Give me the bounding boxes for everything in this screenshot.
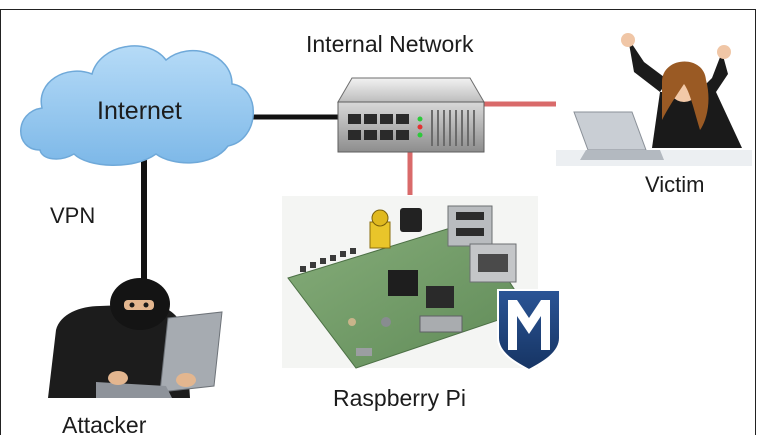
frame-border-left: [0, 9, 1, 435]
frame-border-top: [0, 9, 755, 10]
metasploit-logo-icon: [497, 289, 561, 372]
network-switch-icon: [337, 77, 485, 153]
vpn-label: VPN: [50, 203, 96, 228]
hooded-attacker-icon: [44, 278, 230, 400]
raspberry-pi-board-icon: [282, 196, 538, 369]
frame-border-right: [755, 9, 756, 435]
victim-label: Victim: [645, 172, 705, 197]
internet-label: Internet: [97, 97, 182, 125]
attacker-label: Attacker: [62, 412, 147, 435]
victim-person-icon: [556, 30, 752, 166]
internal-network-label: Internal Network: [306, 31, 474, 57]
cloud-icon: [20, 45, 255, 166]
raspberry-pi-label: Raspberry Pi: [333, 385, 466, 411]
